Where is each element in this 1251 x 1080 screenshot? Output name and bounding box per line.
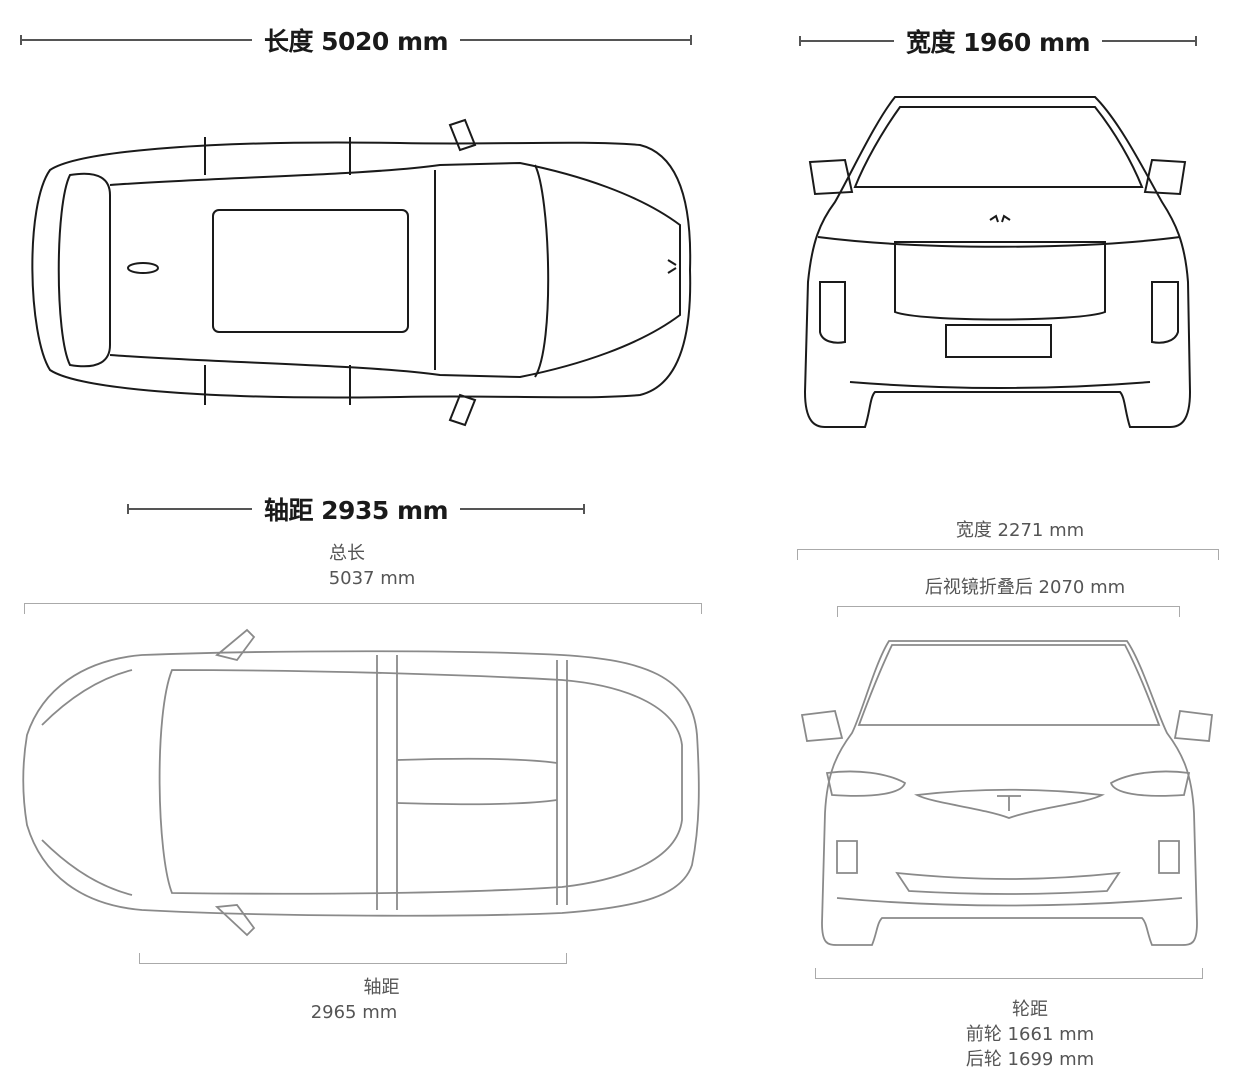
car-a-top-view: [31, 118, 692, 427]
car-b-mirror-top: [215, 628, 256, 662]
dimension-cap-right: [583, 504, 585, 514]
car-b-wheelbase-caption: 轴距 2965 mm: [254, 975, 454, 1025]
car-b-wheelbase-title: 轴距: [363, 977, 400, 998]
car-b-track-front: 前轮 1661 mm: [965, 1024, 1095, 1045]
dimension-cap-left: [127, 504, 129, 514]
car-b-body-outline: [22, 650, 700, 917]
car-b-overall-length-value: 5037 mm: [328, 568, 416, 589]
car-b-bumper-line: [836, 897, 1183, 907]
dimension-line: [801, 40, 894, 42]
car-b-wheelbase-bracket: [139, 953, 567, 964]
car-b-width-folded-bracket: [837, 606, 1180, 617]
car-a-right-vent: [1151, 281, 1179, 344]
dimension-cap-right: [690, 35, 692, 45]
car-b-tesla-logo: [997, 795, 1021, 811]
car-a-front-logo: [667, 259, 677, 274]
car-b-right-fog: [1158, 840, 1180, 874]
car-b-left-fog: [836, 840, 858, 874]
car-b-right-headlight: [1109, 770, 1191, 797]
car-b-overall-length-bracket: [24, 603, 702, 614]
car-b-windshield: [857, 644, 1161, 726]
car-a-fuel-cap: [127, 262, 159, 274]
car-b-rear-deck-line: [41, 669, 133, 726]
car-b-mirror-right: [1173, 710, 1213, 742]
car-b-rear-window-top: [396, 757, 558, 764]
car-a-hood-line-top: [534, 164, 550, 378]
car-b-lower-intake: [895, 871, 1121, 895]
dimension-cap-right: [1195, 36, 1197, 46]
car-b-track-bracket: [815, 968, 1203, 979]
car-b-mirror-left: [800, 710, 844, 742]
car-b-overall-length-title: 总长: [329, 543, 365, 564]
car-a-wheelbase-dimension: 轴距 2935 mm: [127, 491, 585, 527]
car-a-license-plate: [945, 324, 1052, 358]
car-b-rear-window-bottom: [396, 799, 558, 806]
dimension-cap-left: [799, 36, 801, 46]
car-b-nose: [914, 788, 1105, 819]
dimension-line: [460, 39, 690, 41]
car-b-track-caption: 轮距 前轮 1661 mm 后轮 1699 mm: [930, 997, 1130, 1072]
car-a-front-logo: [989, 214, 1011, 223]
car-b-width-bracket: [797, 549, 1219, 560]
car-a-length-label: 长度 5020 mm: [263, 27, 449, 56]
car-b-track-title: 轮距: [1012, 999, 1048, 1020]
car-b-wheelbase-value: 2965 mm: [310, 1002, 398, 1023]
car-a-windshield: [853, 106, 1144, 188]
car-a-rear-window: [57, 172, 111, 368]
car-a-mirror-bottom: [448, 393, 477, 427]
car-a-wheelbase-label: 轴距 2935 mm: [263, 496, 449, 525]
car-a-length-dimension: 长度 5020 mm: [20, 22, 692, 58]
dimension-cap-left: [20, 35, 22, 45]
car-a-bumper-line: [849, 381, 1151, 389]
car-b-front-view: [800, 640, 1213, 946]
car-b-windshield-area: [158, 669, 683, 895]
car-a-light-bar: [817, 236, 1181, 248]
car-b-width-folded-label: 后视镜折叠后 2070 mm: [924, 577, 1126, 598]
car-b-rear-deck-line: [41, 839, 133, 896]
car-a-width-dimension: 宽度 1960 mm: [799, 23, 1197, 59]
car-b-mirror-bottom: [214, 904, 256, 937]
car-a-left-vent: [819, 281, 846, 344]
car-a-front-body: [803, 96, 1192, 428]
car-a-mirror-right: [1143, 158, 1187, 196]
dimension-line: [460, 508, 583, 510]
car-b-left-headlight: [825, 770, 907, 797]
dimension-line: [129, 508, 252, 510]
car-a-sunroof: [212, 209, 409, 333]
car-a-body-outline: [31, 141, 692, 399]
car-b-front-body: [821, 640, 1198, 946]
car-b-track-rear: 后轮 1699 mm: [965, 1049, 1095, 1070]
car-a-grille: [894, 241, 1106, 321]
car-b-overall-length-caption: 总长 5037 mm: [272, 541, 472, 591]
car-a-mirror-left: [808, 158, 854, 196]
car-a-mirror-top: [448, 118, 477, 152]
car-a-width-label: 宽度 1960 mm: [905, 28, 1091, 57]
car-a-front-view: [803, 96, 1192, 428]
dimension-line: [1102, 40, 1195, 42]
car-b-top-view: [22, 628, 700, 937]
dimension-line: [22, 39, 252, 41]
car-b-width-label: 宽度 2271 mm: [955, 520, 1085, 541]
car-a-cabin: [109, 161, 681, 379]
